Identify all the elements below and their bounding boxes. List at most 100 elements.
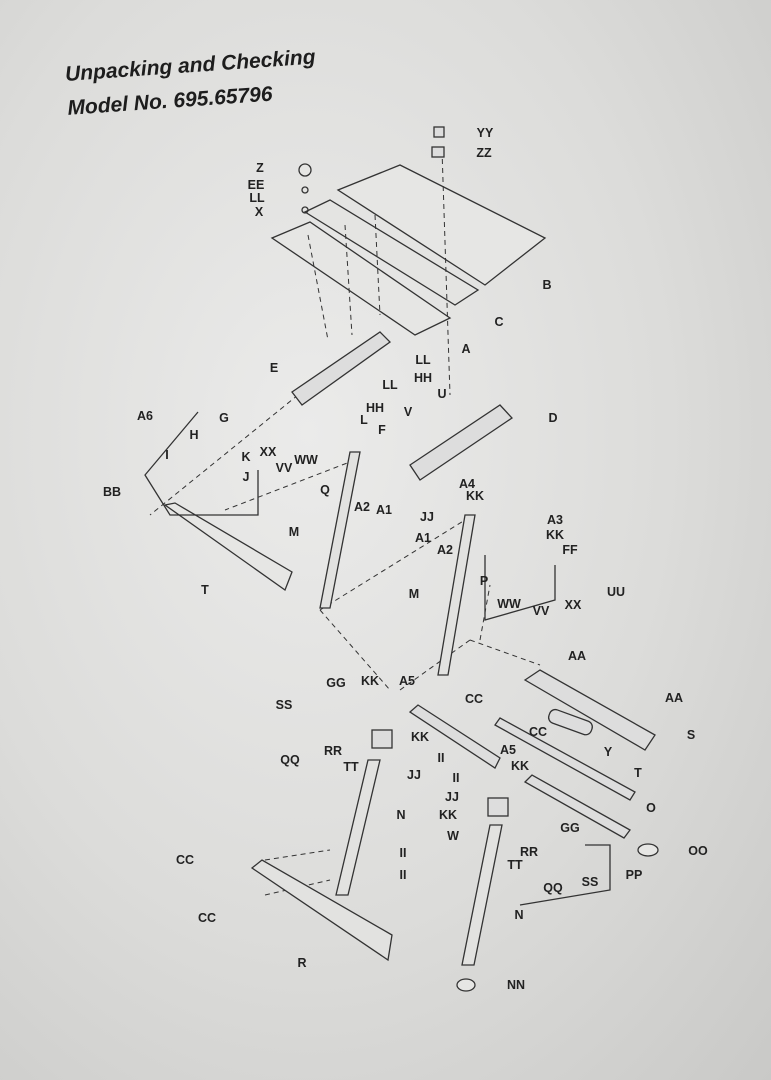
part-label: NN [506, 978, 526, 992]
part-label: SS [581, 875, 599, 889]
part-label: RR [519, 845, 539, 859]
part-label: BB [102, 485, 122, 499]
part-label: ZZ [476, 146, 492, 160]
part-label: B [542, 278, 552, 292]
part-label: J [242, 470, 250, 484]
part-label: U [437, 387, 447, 401]
part-label: P [479, 574, 489, 588]
part-label: S [686, 728, 696, 742]
part-label: A6 [137, 409, 153, 423]
part-label: G [219, 411, 229, 425]
rail-s [523, 669, 656, 751]
part-label: H [189, 428, 199, 442]
part-label: LL [415, 353, 431, 367]
part-label: FF [562, 543, 578, 557]
part-label: I [165, 448, 169, 462]
part-label: EE [247, 178, 265, 192]
part-label: T [201, 583, 209, 597]
part-label: CC [464, 692, 484, 706]
part-label: CC [528, 725, 548, 739]
part-label: KK [410, 730, 430, 744]
board-c [303, 199, 480, 306]
part-label: GG [326, 676, 346, 690]
part-label: HH [413, 371, 433, 385]
part-label: F [378, 423, 386, 437]
part-label: X [254, 205, 264, 219]
part-label: TT [507, 858, 523, 872]
part-label: M [288, 525, 300, 539]
part-label: KK [438, 808, 458, 822]
part-label: N [514, 908, 524, 922]
part-label: E [269, 361, 279, 375]
leg-m-right [437, 514, 476, 676]
board-a [270, 221, 452, 336]
part-label: N [396, 808, 406, 822]
part-label: A2 [354, 500, 370, 514]
leg-n-right [461, 824, 503, 966]
part-label: A [461, 342, 471, 356]
part-label: A5 [399, 674, 415, 688]
part-label: WW [294, 453, 318, 467]
part-label: L [360, 413, 368, 427]
part-label: JJ [420, 510, 434, 524]
part-label: QQ [280, 753, 300, 767]
part-label: A5 [500, 743, 516, 757]
part-label: UU [606, 585, 626, 599]
part-label: KK [465, 489, 485, 503]
board-b [336, 164, 547, 286]
part-label: QQ [543, 881, 563, 895]
part-label: II [399, 868, 407, 882]
part-label: Y [603, 745, 613, 759]
part-label: CC [175, 853, 195, 867]
part-label: WW [497, 597, 521, 611]
part-label: O [646, 801, 656, 815]
part-label: LL [382, 378, 398, 392]
part-label: HH [365, 401, 385, 415]
part-label: JJ [407, 768, 421, 782]
part-label: XX [259, 445, 277, 459]
part-label: II [437, 751, 445, 765]
rail-e [291, 331, 392, 406]
part-label: KK [510, 759, 530, 773]
part-label: M [408, 587, 420, 601]
part-label: II [452, 771, 460, 785]
part-label: VV [532, 604, 550, 618]
part-label: TT [343, 760, 359, 774]
part-label: SS [275, 698, 293, 712]
part-label: V [403, 405, 413, 419]
part-label: JJ [445, 790, 459, 804]
leg-n-left [335, 759, 381, 896]
part-label: II [399, 846, 407, 860]
part-label: Z [256, 161, 264, 175]
part-label: W [447, 829, 459, 843]
part-label: RR [323, 744, 343, 758]
part-label: A1 [376, 503, 392, 517]
part-label: R [297, 956, 307, 970]
part-label: KK [360, 674, 380, 688]
part-label: VV [275, 461, 293, 475]
part-label: XX [564, 598, 582, 612]
part-label: OO [688, 844, 708, 858]
part-label: KK [545, 528, 565, 542]
part-label: PP [625, 868, 643, 882]
part-label: A4 [459, 477, 475, 491]
part-label: AA [664, 691, 684, 705]
panel-t [163, 502, 293, 592]
rail-d [409, 404, 513, 481]
part-label: C [494, 315, 504, 329]
part-label: LL [249, 191, 265, 205]
part-label: GG [560, 821, 580, 835]
part-label: Q [320, 483, 330, 497]
rail-t [494, 717, 636, 801]
part-label: A3 [547, 513, 563, 527]
part-label: CC [197, 911, 217, 925]
part-label: A1 [415, 531, 431, 545]
part-label: YY [476, 126, 494, 140]
part-label: D [548, 411, 558, 425]
panel-r [250, 859, 393, 962]
part-label: AA [567, 649, 587, 663]
part-label: A2 [437, 543, 453, 557]
rail-t-lower [408, 704, 501, 769]
leg-m-left [319, 451, 361, 609]
